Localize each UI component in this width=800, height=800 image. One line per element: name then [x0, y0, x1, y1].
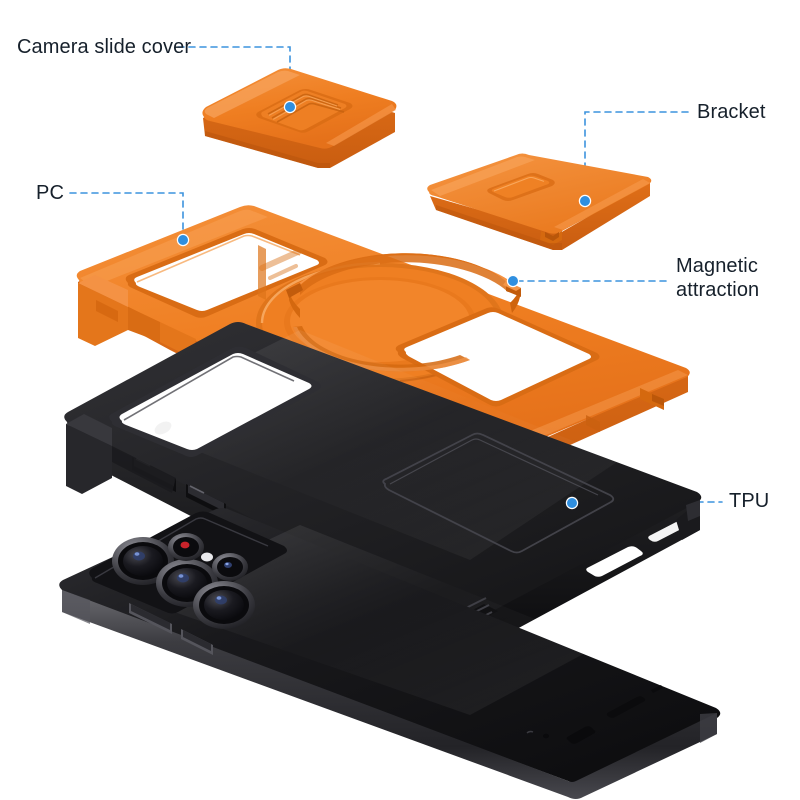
callout-line-pc: [69, 192, 184, 237]
phone-sensor: [212, 553, 248, 581]
callout-dots: [176, 100, 592, 510]
phone-camera-island: [89, 511, 287, 629]
pc-camera-cutout: [125, 228, 328, 318]
part-bracket[interactable]: [427, 153, 652, 251]
phone-lens-1: [112, 537, 174, 585]
callout-label-camera-slide-cover: Camera slide cover: [17, 36, 192, 58]
part-camera-slide-cover[interactable]: [202, 68, 397, 168]
tpu-kickstand-outline: [382, 432, 615, 554]
pc-emboss-text: [259, 248, 303, 280]
phone-bottom-ports: [526, 685, 663, 744]
phone-lens-3: [193, 581, 255, 629]
part-phone[interactable]: [59, 508, 721, 799]
part-pc-frame[interactable]: [76, 205, 690, 490]
bracket-pill-recess: [487, 173, 555, 201]
callout-label-magnetic-attraction: Magnetic attraction: [676, 255, 760, 301]
slide-cover-grip: [256, 89, 353, 133]
phone-side-buttons: [129, 603, 213, 655]
pc-kickstand-window: [395, 307, 600, 407]
phone-flash: [168, 533, 204, 561]
callout-label-bracket: Bracket: [697, 101, 766, 123]
callout-label-pc: PC: [36, 182, 64, 204]
part-tpu-case[interactable]: [64, 322, 702, 650]
callout-label-tpu: TPU: [729, 490, 770, 512]
